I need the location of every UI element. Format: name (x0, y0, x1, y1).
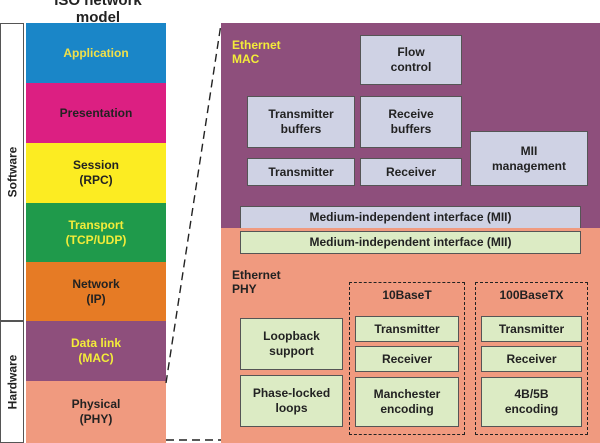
mac-receiver-box: Receiver (360, 158, 462, 186)
phase-locked-loops-box: Phase-locked loops (240, 375, 343, 427)
group-100basetx (475, 282, 588, 435)
mii-interface-mac: Medium-independent interface (MII) (240, 206, 581, 229)
layer-network: Network (IP) (26, 262, 166, 321)
transmitter-buffers-box: Transmitter buffers (247, 96, 355, 148)
layer-presentation: Presentation (26, 83, 166, 143)
layer-physical: Physical (PHY) (26, 381, 166, 443)
mac-transmitter-box: Transmitter (247, 158, 355, 186)
100basetx-receiver-box: Receiver (481, 346, 582, 372)
group-10baset (349, 282, 465, 435)
layer-data-link: Data link (MAC) (26, 321, 166, 381)
group-100basetx-title: 100BaseTX (499, 288, 564, 302)
expansion-line-top (165, 23, 222, 384)
10baset-encoding-box: Manchester encoding (355, 377, 459, 427)
ethernet-mac-label: Ethernet MAC (232, 38, 281, 66)
10baset-receiver-box: Receiver (355, 346, 459, 372)
10baset-transmitter-box: Transmitter (355, 316, 459, 342)
ethernet-phy-label: Ethernet PHY (232, 268, 281, 296)
receive-buffers-box: Receive buffers (360, 96, 462, 148)
software-side-label-box: Software (0, 23, 24, 321)
mii-management-box: MII management (470, 131, 588, 186)
group-10baset-title: 10BaseT (382, 288, 432, 302)
layer-session: Session (RPC) (26, 143, 166, 203)
layer-transport: Transport (TCP/UDP) (26, 203, 166, 262)
layer-application: Application (26, 23, 166, 83)
flow-control-box: Flow control (360, 35, 462, 85)
mii-interface-phy: Medium-independent interface (MII) (240, 231, 581, 254)
100basetx-transmitter-box: Transmitter (481, 316, 582, 342)
loopback-support-box: Loopback support (240, 318, 343, 370)
100basetx-encoding-box: 4B/5B encoding (481, 377, 582, 427)
